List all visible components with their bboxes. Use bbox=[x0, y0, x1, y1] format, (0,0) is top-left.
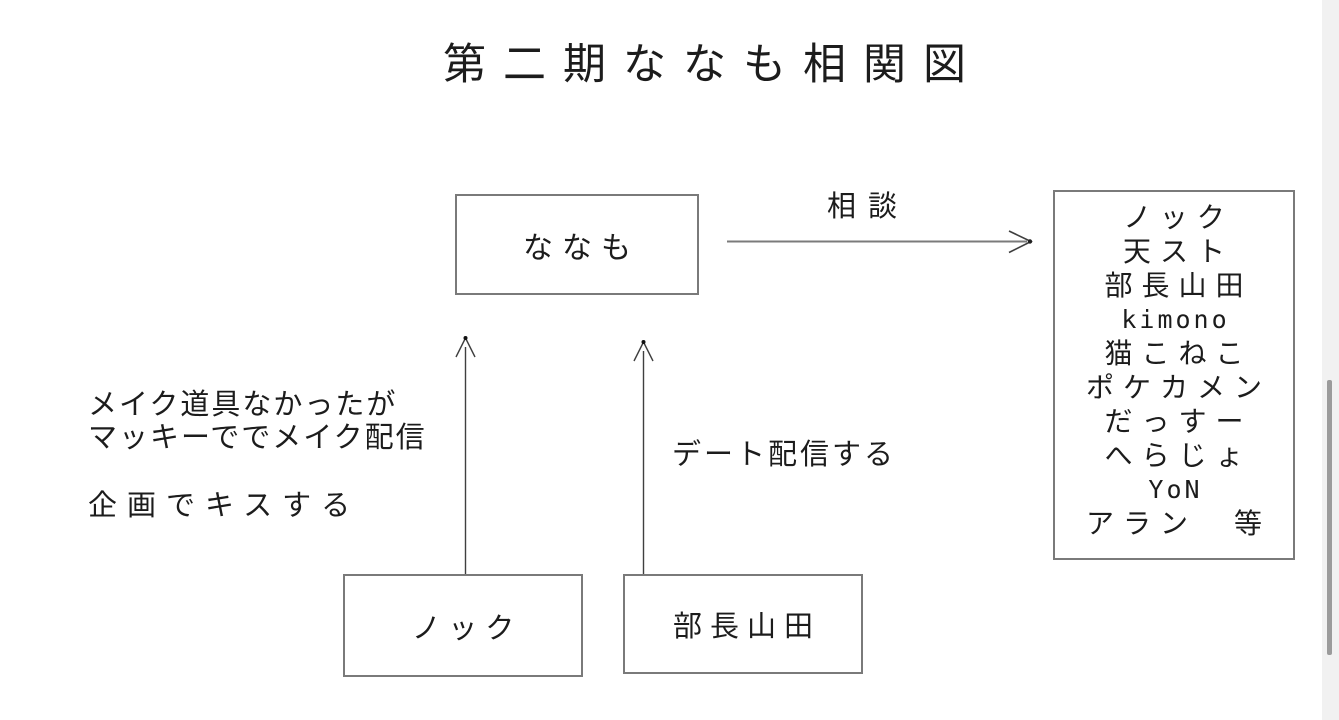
kiss-note: 企画でキスする bbox=[88, 490, 361, 522]
knock-to-nanamo-arrow bbox=[455, 336, 476, 574]
buchou-yamada-box-label: 部長山田 bbox=[672, 611, 821, 643]
nanamo-box-label: ななも bbox=[523, 231, 640, 265]
makeup-note-line2: マッキーででメイク配信 bbox=[88, 422, 427, 454]
group-box: ノック 天スト 部長山田 kimono 猫こねこ ポケカメン だっすー へらじょ… bbox=[1053, 190, 1295, 560]
group-member: 猫こねこ bbox=[1104, 338, 1253, 369]
group-member: 部長山田 bbox=[1104, 270, 1253, 301]
group-member: 天スト bbox=[1122, 236, 1234, 267]
consult-arrow-label: 相談 bbox=[827, 191, 910, 223]
buchou-yamada-box: 部長山田 bbox=[623, 574, 863, 674]
group-member: YoN bbox=[1148, 475, 1203, 504]
consult-arrow bbox=[727, 230, 1033, 254]
buchou-to-nanamo-arrow bbox=[633, 340, 654, 574]
makeup-note-line1: メイク道具なかったが bbox=[88, 389, 398, 421]
group-member: ポケカメン bbox=[1085, 372, 1271, 403]
makeup-note: メイク道具なかったが マッキーででメイク配信 bbox=[88, 389, 427, 455]
group-member: へらじょ bbox=[1104, 440, 1253, 471]
group-member: kimono bbox=[1121, 305, 1230, 334]
knock-box: ノック bbox=[343, 574, 583, 677]
group-member: アラン 等 bbox=[1085, 508, 1271, 539]
group-member: ノック bbox=[1123, 202, 1234, 233]
nanamo-box: ななも bbox=[455, 194, 699, 295]
date-note: デート配信する bbox=[672, 439, 897, 471]
page-title: 第二期ななも相関図 bbox=[443, 41, 983, 89]
vertical-scrollbar-thumb[interactable] bbox=[1327, 380, 1332, 655]
knock-box-label: ノック bbox=[411, 612, 523, 645]
group-member: だっすー bbox=[1104, 406, 1253, 437]
vertical-scrollbar-track[interactable] bbox=[1322, 0, 1339, 720]
